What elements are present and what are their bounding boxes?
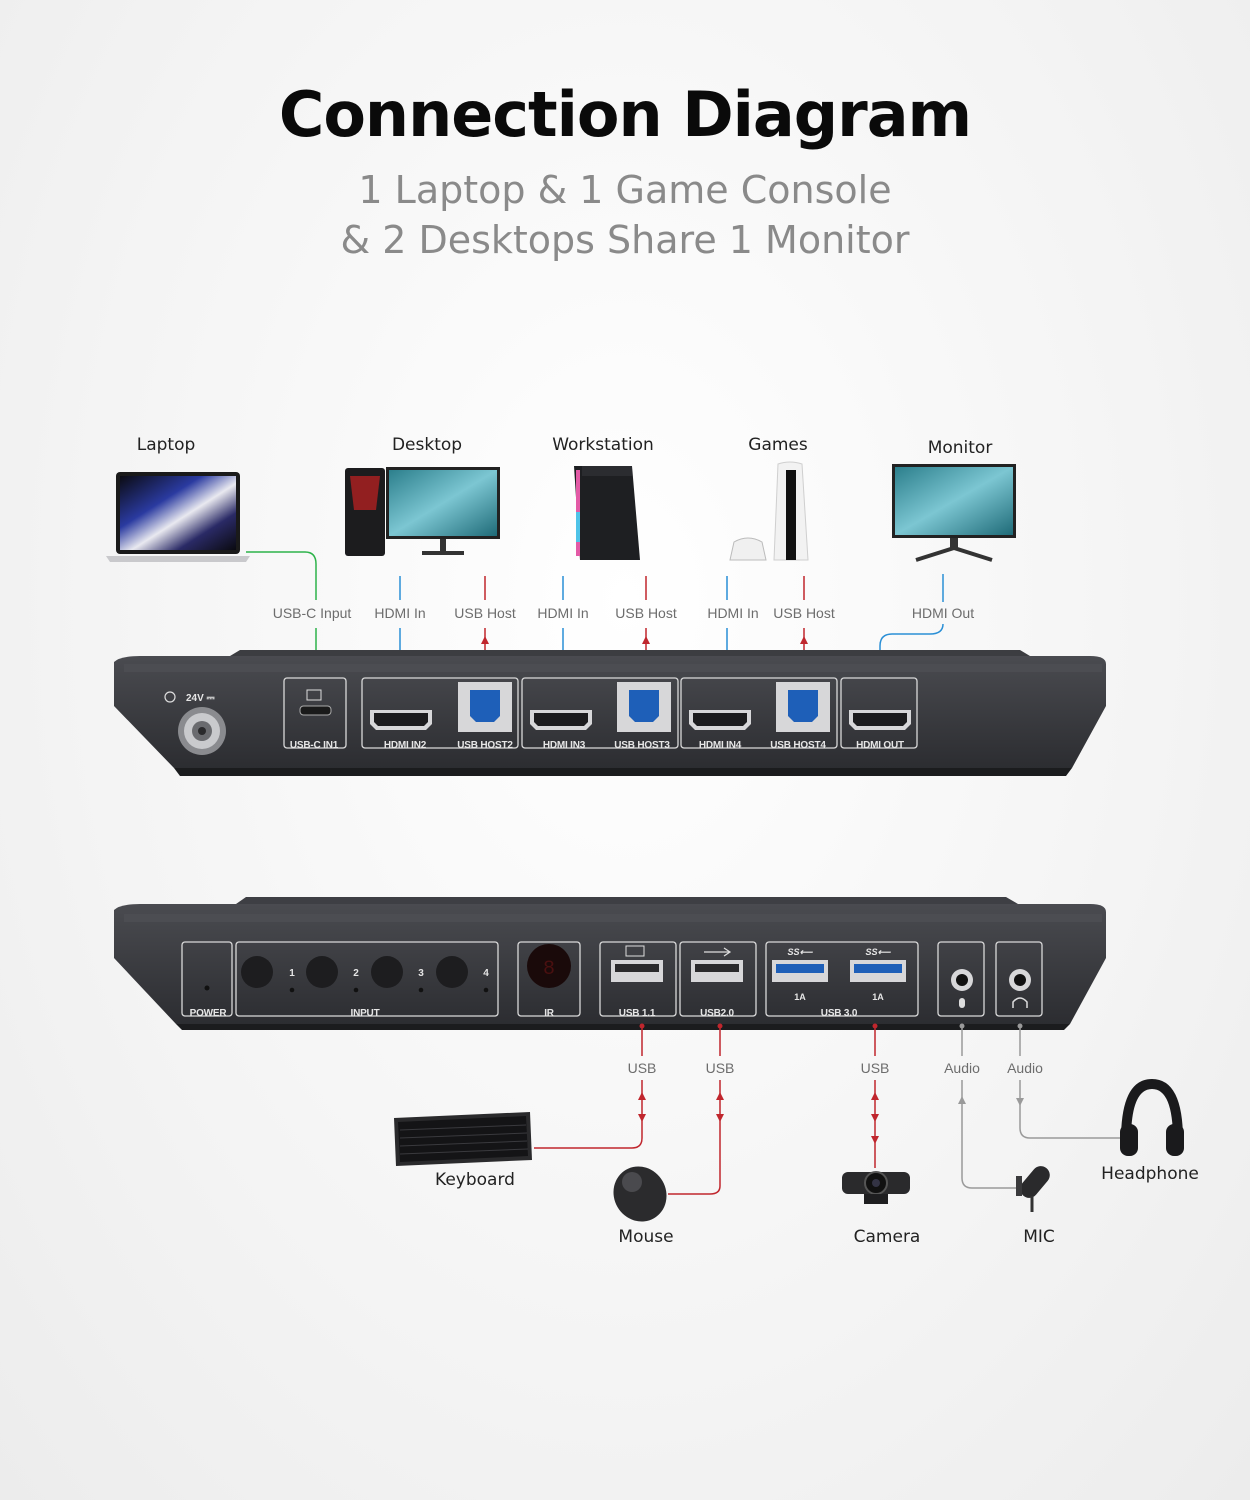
hdmi-in3-port-label: HDMI IN3 — [542, 740, 586, 751]
diagram-title: Connection Diagram — [278, 78, 972, 151]
usb-a-ports — [611, 945, 906, 982]
power-voltage-label: 24V ⎓ — [186, 693, 215, 704]
usb20-port-label: USB2.0 — [700, 1008, 734, 1019]
desktop-label: Desktop — [391, 435, 463, 455]
input-4-label: 4 — [483, 968, 489, 979]
ir-port-label: IR — [544, 1008, 554, 1019]
kvm-rear-panel — [114, 650, 1106, 776]
headphone-image — [1120, 1078, 1184, 1156]
mic-audio-line — [961, 1026, 1030, 1189]
ss-icon-2: SS⟵ — [866, 947, 892, 957]
mic-jack-frame — [937, 941, 985, 1017]
hdmi-in2-usb-host2-frame — [361, 677, 519, 749]
usb-label-1: USB — [627, 1060, 657, 1076]
usb-host-label-3: USB Host — [773, 605, 835, 621]
mic-label: MIC — [1023, 1227, 1055, 1247]
power-port-label: POWER — [189, 1008, 227, 1019]
usb-host-label-1: USB Host — [454, 605, 516, 621]
ir-frame — [517, 941, 581, 1017]
hdmi-out-label: HDMI Out — [911, 605, 975, 621]
usbc-in1-port-label: USB-C IN1 — [289, 740, 339, 751]
power-frame — [181, 941, 233, 1017]
usb30-frame — [765, 941, 919, 1017]
monitor-label: Monitor — [927, 438, 993, 458]
input-buttons — [241, 956, 489, 993]
usb30-port2-amp: 1A — [872, 992, 884, 1002]
usb30-port-label: USB 3.0 — [820, 1008, 858, 1019]
laptop-label: Laptop — [136, 435, 196, 455]
keyboard-image — [394, 1112, 532, 1166]
hdmi-in-label-1: HDMI In — [374, 605, 426, 621]
hdmi-ports — [370, 710, 911, 730]
mouse-usb-line — [668, 1026, 721, 1195]
input-frame — [235, 941, 499, 1017]
hdmi-in2-port-label: HDMI IN2 — [383, 740, 427, 751]
workstation-label: Workstation — [552, 435, 654, 455]
kvm-front-panel — [114, 897, 1106, 1030]
camera-label: Camera — [853, 1227, 921, 1247]
audio-label-1: Audio — [944, 1060, 980, 1076]
usbc-input-label: USB-C Input — [272, 605, 352, 621]
usb-host-ports — [458, 682, 830, 732]
mic-image — [1016, 1166, 1050, 1212]
workstation-image — [574, 466, 640, 560]
usb-label-2: USB — [705, 1060, 735, 1076]
usb-host3-port-label: USB HOST3 — [614, 740, 670, 751]
hdmi-in-label-3: HDMI In — [707, 605, 759, 621]
hdmi-in3-usb-host3-frame — [521, 677, 679, 749]
ss-icon-1: SS⟵ — [788, 947, 814, 957]
input-1-label: 1 — [289, 968, 295, 979]
hdmi-out-frame — [840, 677, 918, 749]
keyboard-usb-line — [534, 1026, 643, 1149]
headphone-label: Headphone — [1101, 1164, 1199, 1184]
hdmi-out-port-label: HDMI OUT — [856, 740, 904, 751]
svg-text:8: 8 — [543, 958, 555, 981]
power-led — [204, 985, 210, 991]
input-2-label: 2 — [353, 968, 359, 979]
usbc-in1-frame — [283, 677, 347, 749]
hdmi-in-label-2: HDMI In — [537, 605, 589, 621]
audio-label-2: Audio — [1007, 1060, 1043, 1076]
camera-image — [842, 1171, 910, 1204]
dc-power-jack: 24V ⎓ — [164, 691, 226, 755]
usb11-port-label: USB 1.1 — [618, 1008, 656, 1019]
mic-icon — [959, 998, 965, 1008]
usb-host-label-2: USB Host — [615, 605, 677, 621]
mouse-label: Mouse — [618, 1227, 674, 1247]
headphone-audio-line — [1019, 1026, 1124, 1139]
usb-host4-port-label: USB HOST4 — [770, 740, 826, 751]
games-label: Games — [748, 435, 808, 455]
usb20-frame — [679, 941, 757, 1017]
diagram-subtitle-line1: 1 Laptop & 1 Game Console — [358, 168, 892, 212]
hdmi-in4-port-label: HDMI IN4 — [698, 740, 742, 751]
headphone-icon — [1012, 997, 1028, 1008]
hdmi-in4-usb-host4-frame — [680, 677, 838, 749]
usb-label-3: USB — [860, 1060, 890, 1076]
diagram-subtitle-line2: & 2 Desktops Share 1 Monitor — [340, 218, 910, 262]
keyboard-label: Keyboard — [435, 1170, 515, 1190]
monitor-image — [892, 464, 1016, 562]
audio-jacks — [951, 969, 1031, 1008]
keyboard-icon — [625, 945, 645, 957]
usb-host2-port-label: USB HOST2 — [457, 740, 513, 751]
headphone-jack-frame — [995, 941, 1043, 1017]
ir-display: 8 — [527, 944, 571, 988]
input-port-label: INPUT — [350, 1008, 380, 1019]
games-console-image — [729, 461, 809, 561]
input-3-label: 3 — [418, 968, 424, 979]
usb11-frame — [599, 941, 677, 1017]
usb30-port1-amp: 1A — [794, 992, 806, 1002]
desktop-image — [345, 467, 500, 556]
usbc-port — [299, 689, 332, 716]
usb-icon — [704, 947, 732, 957]
mouse-image — [613, 1166, 667, 1222]
laptop-image — [106, 472, 250, 562]
